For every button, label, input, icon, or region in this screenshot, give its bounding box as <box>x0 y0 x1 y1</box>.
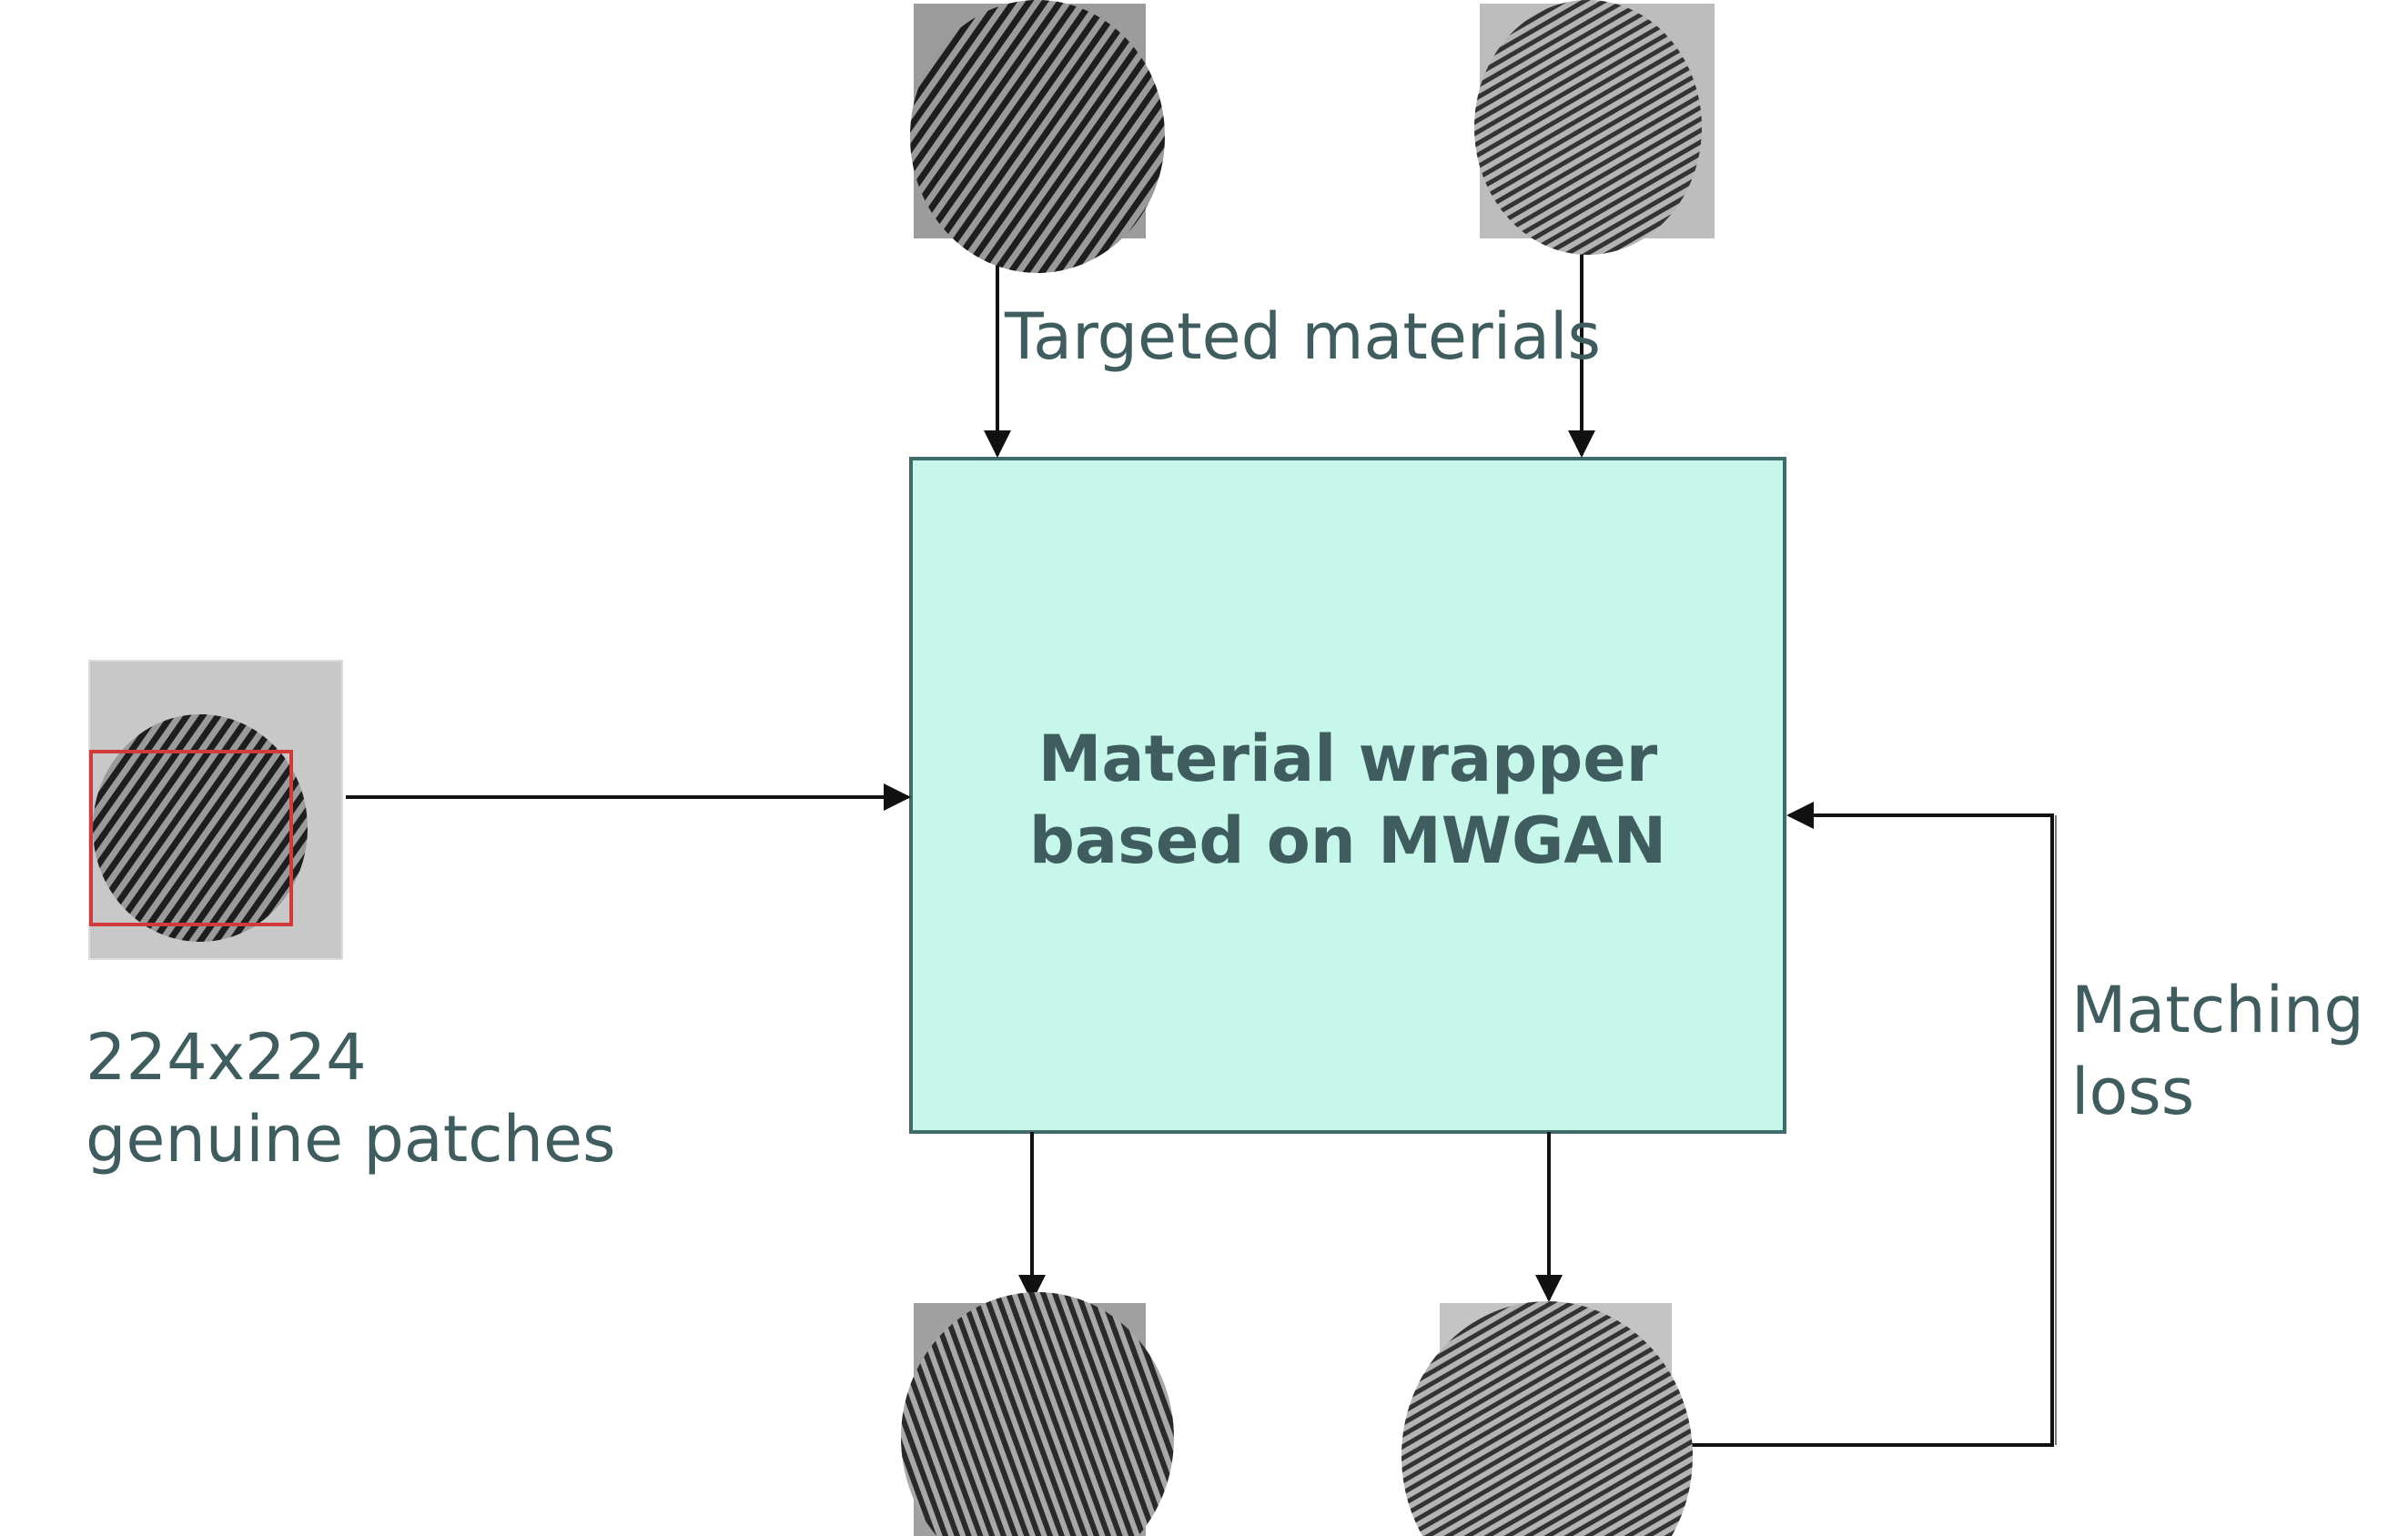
fingerprint-output-image-right <box>1401 1301 1693 1536</box>
matching-loss-line-2: loss <box>2071 1054 2195 1129</box>
input-label: 224x224 genuine patches <box>86 1017 616 1180</box>
material-wrapper-block <box>909 457 1786 1134</box>
matching-loss-label: Matching loss <box>2071 970 2364 1133</box>
matching-loss-line-1: Matching <box>2071 973 2364 1047</box>
block-title-line-2: based on MWGAN <box>1028 803 1667 878</box>
input-label-line-2: genuine patches <box>86 1101 616 1177</box>
targeted-materials-label: Targeted materials <box>1005 299 1601 374</box>
fingerprint-output-image-left <box>901 1292 1174 1536</box>
crop-box <box>89 750 293 926</box>
input-label-line-1: 224x224 <box>86 1020 367 1095</box>
block-title: Material wrapper based on MWGAN <box>911 719 1785 882</box>
fingerprint-target-image-right <box>1474 0 1715 255</box>
matching-loss-loop <box>1679 802 2054 1447</box>
block-title-line-1: Material wrapper <box>1037 722 1658 796</box>
fingerprint-input-image <box>88 660 343 960</box>
fingerprint-target-image-left <box>910 0 1165 273</box>
